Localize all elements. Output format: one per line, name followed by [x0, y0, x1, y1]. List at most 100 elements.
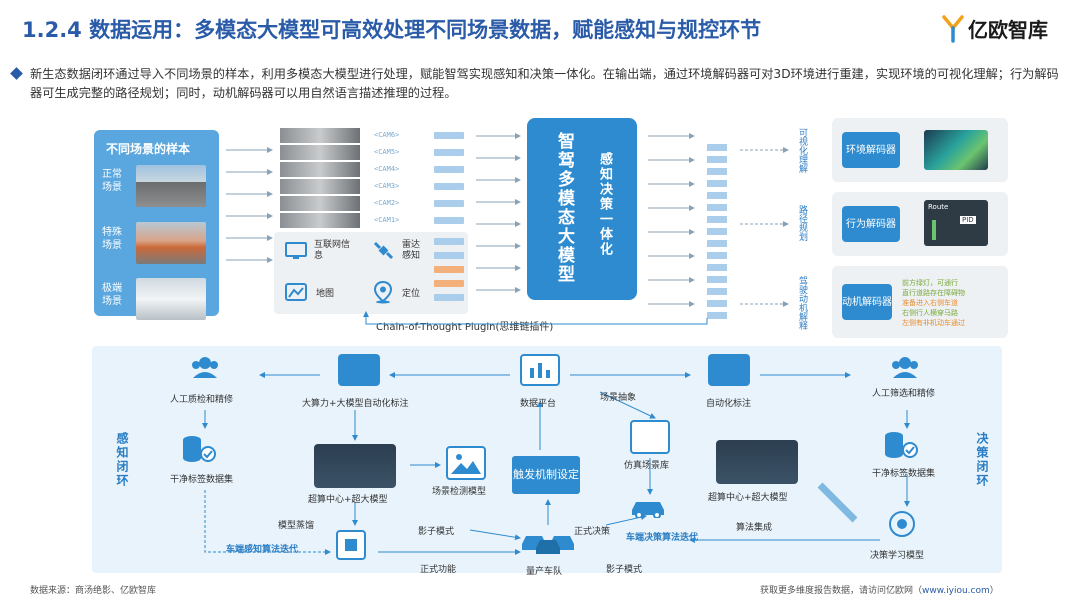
- intro-text: 新生态数据闭环通过导入不同场景的样本，利用多模态大模型进行处理，赋能智驾实现感知…: [10, 65, 1060, 103]
- scene-label-special: 特殊场景: [102, 227, 122, 251]
- trigger-mechanism-box: 触发机制设定: [512, 456, 580, 494]
- multimodal-model-block: 智驾多模态大模型 感知决策一体化: [527, 118, 637, 300]
- footer-close: ）: [989, 586, 999, 596]
- diamond-bullet-icon: [10, 67, 23, 80]
- cot-plugin-label: Chain-of-Thought Plugin(思维链插件): [376, 322, 554, 333]
- compute-annotate-label: 大算力+大模型自动化标注: [302, 399, 409, 409]
- formal-function-label: 正式功能: [420, 565, 457, 575]
- route-label: Route: [928, 203, 949, 211]
- token-block: [434, 280, 464, 287]
- simulation-icon: [630, 420, 670, 454]
- algo-integrate-label: 算法集成: [736, 523, 773, 533]
- footer-more-text: 获取更多维度报告数据，请访问亿欧网（: [760, 586, 923, 596]
- path-planning-image: Route PID: [924, 200, 988, 246]
- fleet-label: 量产车队: [526, 567, 563, 577]
- scene-extract-label: 场景抽象: [600, 393, 637, 403]
- output-token: [707, 180, 727, 187]
- motive-item: 前方绿灯，可通行: [902, 279, 958, 287]
- token-block: [434, 294, 464, 301]
- shadow-mode-left-label: 影子模式: [418, 527, 455, 537]
- token-block: [434, 200, 464, 207]
- token-block: [434, 266, 464, 273]
- auto-label-label: 自动化标注: [706, 399, 752, 409]
- environment-decoder: 环境解码器: [842, 132, 900, 168]
- cam-label: <CAM3>: [374, 182, 400, 190]
- scene-panel-title: 不同场景的样本: [106, 142, 191, 156]
- output-label-motive: 驾驶动机解释: [797, 276, 807, 330]
- database-check-icon: [180, 434, 220, 464]
- manual-filter-label: 人工筛选和精修: [872, 389, 936, 399]
- model-name: 智驾多模态大模型: [554, 132, 574, 284]
- data-source: 数据来源：商汤绝影、亿欧智库: [30, 586, 157, 596]
- supercomputer-right-label: 超算中心+超大模型: [708, 493, 788, 503]
- normal-scene-image: [136, 165, 206, 207]
- output-token: [707, 228, 727, 235]
- camera-image: [280, 128, 360, 143]
- output-token: [707, 204, 727, 211]
- location-info-item: 定位: [372, 280, 420, 304]
- scene-label-extreme: 极端场景: [102, 283, 122, 307]
- radar-info-item: 雷达感知: [372, 240, 428, 262]
- brain-gear-icon: [886, 508, 918, 540]
- people-icon: [190, 354, 220, 380]
- route-path-icon: [932, 220, 936, 240]
- formal-decision-label: 正式决策: [574, 527, 611, 537]
- map-icon: [285, 283, 307, 301]
- token-block: [434, 149, 464, 156]
- 3d-reconstruction-image: [924, 130, 988, 170]
- token-block: [434, 183, 464, 190]
- cam-label: <CAM4>: [374, 165, 400, 173]
- footer-link[interactable]: www.iyiou.com: [922, 586, 990, 596]
- token-block: [434, 252, 464, 259]
- people-icon: [890, 354, 920, 380]
- monitor-icon: [285, 242, 307, 259]
- camera-image: [280, 213, 360, 228]
- motive-item: 准备进入右侧车道: [902, 299, 958, 307]
- behavior-decoder-box: 行为解码器 Route PID: [832, 192, 1008, 256]
- supercomputer-image: [716, 440, 798, 484]
- pid-label: PID: [960, 216, 976, 224]
- output-token: [707, 144, 727, 151]
- manual-qa-label: 人工质检和精修: [170, 395, 234, 405]
- shadow-mode-right-label: 影子模式: [606, 565, 643, 575]
- output-label-visualization: 可视化理解: [797, 128, 807, 173]
- supercomputer-image: [314, 444, 396, 488]
- model-function: 感知决策一体化: [597, 152, 612, 257]
- car-icon: [628, 496, 668, 519]
- token-block: [434, 217, 464, 224]
- output-token: [707, 264, 727, 271]
- sensor-info-box: 互联网信息 雷达感知 地图 定位: [274, 232, 468, 314]
- location-pin-icon: [373, 280, 393, 304]
- clean-dataset-label: 干净标签数据集: [170, 475, 234, 485]
- camera-images: [280, 128, 360, 228]
- model-distill-label: 模型蒸馏: [278, 521, 315, 531]
- sim-library-label: 仿真场景库: [624, 461, 670, 471]
- bar-chart-icon: [520, 354, 560, 386]
- logo: 亿欧智库: [942, 14, 1048, 43]
- intro-paragraph: 新生态数据闭环通过导入不同场景的样本，利用多模态大模型进行处理，赋能智驾实现感知…: [30, 67, 1059, 100]
- motive-item: 右侧行人横穿马路: [902, 309, 958, 317]
- output-token: [707, 288, 727, 295]
- output-token: [707, 168, 727, 175]
- cam-label: <CAM6>: [374, 131, 400, 139]
- motive-item: 直行道路存在障碍物: [902, 289, 965, 297]
- output-token: [707, 252, 727, 259]
- scene-sample-panel: 不同场景的样本 正常场景 特殊场景 极端场景: [94, 130, 219, 320]
- auto-annotate-icon: [338, 354, 380, 386]
- data-platform-label: 数据平台: [520, 399, 557, 409]
- behavior-decoder: 行为解码器: [842, 206, 900, 242]
- database-check-icon: [882, 430, 922, 460]
- logo-text: 亿欧智库: [968, 18, 1048, 42]
- map-info-item: 地图: [284, 282, 334, 302]
- motive-item: 左侧有非机动车通过: [902, 319, 965, 327]
- scene-detect-label: 场景检测模型: [432, 487, 487, 497]
- output-token: [707, 300, 727, 307]
- camera-image: [280, 196, 360, 211]
- output-label-path: 路径规划: [797, 205, 807, 241]
- cam-label: <CAM5>: [374, 148, 400, 156]
- clean-dataset-right-label: 干净标签数据集: [872, 469, 936, 479]
- fleet-icon: [520, 530, 576, 556]
- decision-model-label: 决策学习模型: [870, 551, 925, 561]
- token-block: [434, 166, 464, 173]
- token-block: [434, 238, 464, 245]
